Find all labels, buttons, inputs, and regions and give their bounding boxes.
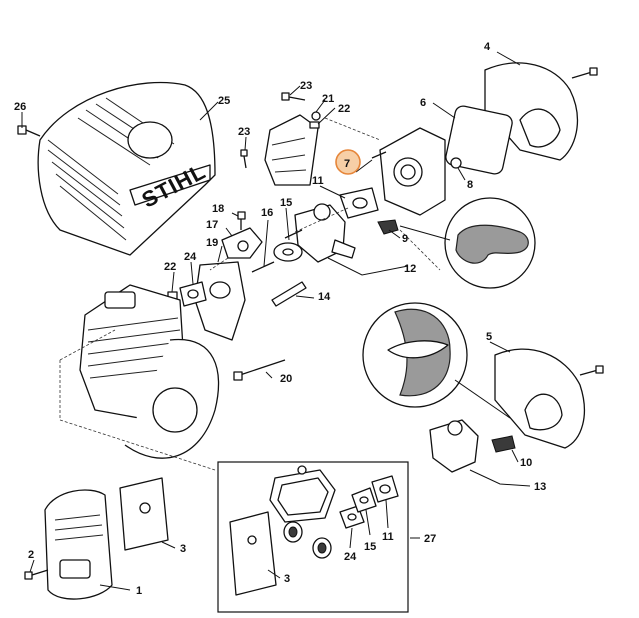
callout-1[interactable]: 1 [136, 585, 142, 597]
callout-16[interactable]: 16 [261, 207, 273, 219]
callout-6[interactable]: 6 [420, 97, 426, 109]
callout-7-highlight[interactable] [335, 149, 361, 175]
screw-23-left[interactable] [240, 149, 248, 169]
engine-block [59, 284, 220, 471]
kit-seal-ring-2[interactable] [312, 537, 332, 559]
screw-26[interactable] [17, 125, 41, 137]
callout-11-top[interactable]: 11 [312, 175, 324, 187]
kit-heat-shield-3[interactable] [229, 511, 277, 596]
leader-lines [21, 51, 531, 591]
screw-2[interactable] [24, 569, 49, 580]
screw-18[interactable] [237, 211, 246, 230]
air-filter-element[interactable] [444, 105, 513, 176]
throttle-lever-10[interactable] [491, 435, 516, 453]
callout-21[interactable]: 21 [322, 93, 334, 105]
stud-16[interactable] [251, 261, 275, 273]
callout-4[interactable]: 4 [484, 41, 491, 53]
gasket-15-top[interactable] [273, 242, 303, 262]
detail-zoom-choke [399, 197, 536, 289]
callout-3-kit[interactable]: 3 [284, 573, 290, 585]
callout-20[interactable]: 20 [280, 373, 292, 385]
callout-8[interactable]: 8 [467, 179, 473, 191]
muffler[interactable] [44, 489, 113, 600]
filter-base[interactable] [371, 127, 446, 216]
callout-27[interactable]: 27 [424, 533, 436, 545]
gasket-kit-box [217, 461, 409, 613]
callout-26[interactable]: 26 [14, 101, 26, 113]
callout-18[interactable]: 18 [212, 203, 224, 215]
bolt-20[interactable] [233, 359, 286, 381]
carburetor-top[interactable] [284, 203, 356, 263]
callout-15-kit[interactable]: 15 [364, 541, 376, 553]
callout-19[interactable]: 19 [206, 237, 218, 249]
gasket-11-top[interactable] [339, 187, 379, 219]
callout-24-kit[interactable]: 24 [344, 551, 357, 563]
callout-17[interactable]: 17 [206, 219, 218, 231]
detail-zoom-choke-lower [362, 302, 511, 419]
manifold-17[interactable] [221, 227, 263, 259]
callout-14[interactable]: 14 [318, 291, 331, 303]
engine-hood[interactable]: STIHL [37, 81, 216, 256]
air-filter-cover-lower[interactable] [494, 348, 604, 449]
callout-13[interactable]: 13 [534, 481, 546, 493]
screw-23-top[interactable] [281, 92, 306, 101]
callout-11-kit[interactable]: 11 [382, 531, 394, 543]
callout-3-muffler[interactable]: 3 [180, 543, 186, 555]
kit-gasket-11[interactable] [371, 475, 399, 503]
callout-25[interactable]: 25 [218, 95, 230, 107]
intake-bracket[interactable] [264, 114, 319, 186]
callout-2[interactable]: 2 [28, 549, 34, 561]
heat-shield-3[interactable] [119, 477, 169, 551]
callout-23-top[interactable]: 23 [300, 80, 312, 92]
kit-gasket-15[interactable] [351, 487, 377, 513]
callout-9[interactable]: 9 [402, 233, 408, 245]
callout-5[interactable]: 5 [486, 331, 492, 343]
callout-22-top[interactable]: 22 [338, 103, 350, 115]
nut-8[interactable] [450, 157, 462, 169]
kit-seal-ring-1[interactable] [283, 521, 303, 543]
kit-cylinder-gasket[interactable] [269, 465, 336, 523]
callout-23-left[interactable]: 23 [238, 126, 250, 138]
callout-7[interactable]: 7 [344, 158, 350, 170]
callout-15-top[interactable]: 15 [280, 197, 292, 209]
seal-22-top[interactable] [309, 121, 320, 129]
hose-14[interactable] [271, 281, 307, 307]
intake-flange-19[interactable] [194, 261, 246, 341]
spring-21[interactable] [311, 111, 321, 121]
carburetor-lower[interactable] [429, 419, 479, 473]
callout-24-side[interactable]: 24 [184, 251, 197, 263]
gasket-24-side[interactable] [179, 281, 207, 307]
callout-labels: 26 25 23 21 22 23 4 6 7 8 11 15 16 9 12 … [14, 41, 546, 597]
callout-22-side[interactable]: 22 [164, 261, 176, 273]
callout-10[interactable]: 10 [520, 457, 532, 469]
callout-12[interactable]: 12 [404, 263, 416, 275]
throttle-lever-9[interactable] [377, 219, 399, 235]
